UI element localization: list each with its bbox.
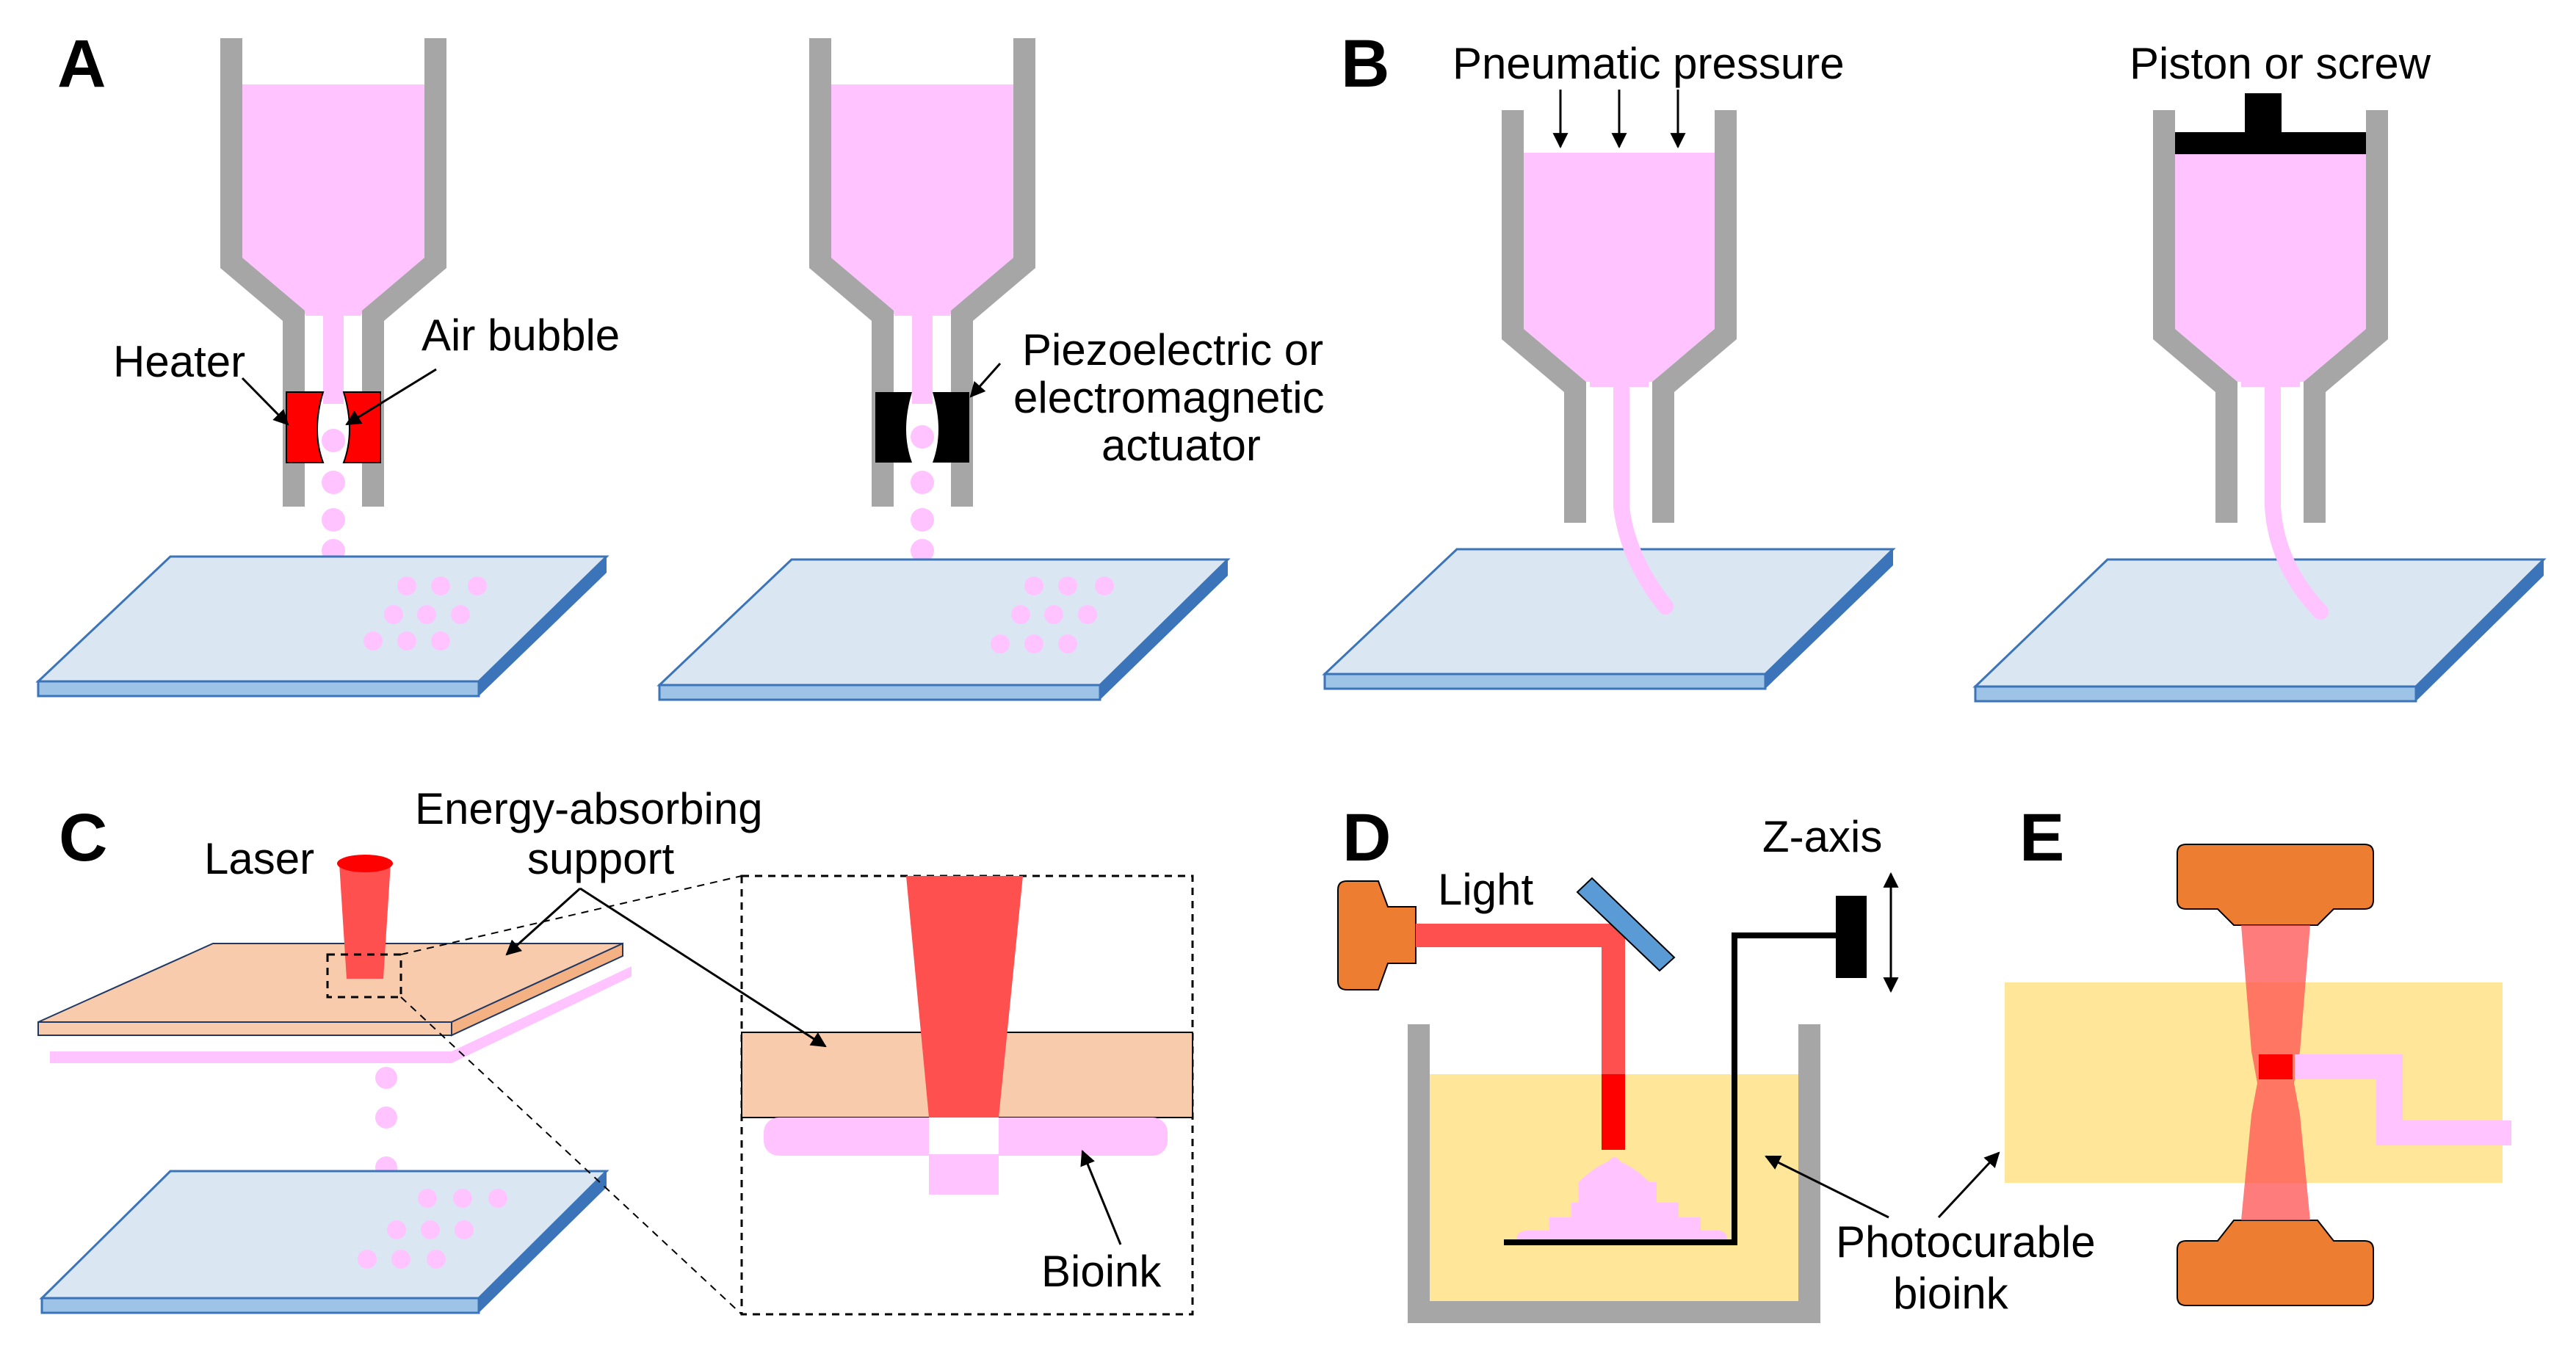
air-bubble-label: Air bubble [422,311,620,360]
light-beam-horizontal [1416,924,1612,947]
actuator-label-line1: Piezoelectric or [1022,325,1323,374]
heater-label: Heater [113,337,245,386]
print-plate [35,555,609,698]
ink-column [912,316,933,404]
panel-label-e: E [2019,800,2064,875]
focal-point [2259,1054,2293,1079]
z-axis-label: Z-axis [1762,812,1882,861]
bottom-light-source [2177,1220,2374,1306]
photocurable-label-line1: Photocurable [1836,1217,2096,1267]
zoom-connector [400,996,742,1315]
photocurable-arrow [1937,1151,2000,1219]
nozzle-wall-right [1652,110,1737,523]
panel-c: C [37,784,1194,1316]
heater-arrow [241,377,289,426]
ink-reservoir [234,84,433,396]
ink-droplets [375,1067,397,1178]
laser-label: Laser [204,834,314,883]
pneumatic-label: Pneumatic pressure [1452,39,1845,88]
extruded-filament [1613,381,1674,615]
panel-d: D Light Z-axis Photocurable bioink [1337,800,2096,1323]
nozzle-wall-left [1502,110,1586,523]
panel-label-d: D [1342,800,1391,875]
print-plate [39,1170,609,1314]
pneumatic-extrusion-printer: Pneumatic pressure [1322,39,1896,690]
inset-cavity [929,1118,999,1154]
thermal-inkjet-printer: Heater Air bubble [35,38,620,698]
heater-left [286,391,325,463]
light-beam-in-resin [1602,1074,1625,1150]
zoom-connector [400,875,742,955]
ink-column [323,316,344,404]
energy-support-arrow [505,887,582,956]
air-bubble-arrow [345,368,437,426]
panel-label-a: A [57,26,106,101]
ink-reservoir [2175,153,2366,507]
photocurable-arrow [1765,1155,1889,1219]
vat-wall [1408,1024,1820,1323]
z-stage [1836,896,1867,978]
ribbon-support [37,942,623,1037]
panel-label-b: B [1341,26,1389,101]
inset-ejected-droplet [929,1154,999,1195]
panel-label-c: C [59,800,107,875]
light-source [1337,880,1417,990]
light-label: Light [1438,865,1533,914]
ink-reservoir [1524,153,1715,507]
print-plate [656,558,1231,701]
print-plate [1322,548,1896,690]
piston-extrusion-printer: Piston or screw [1972,39,2547,703]
top-light-source [2177,844,2374,926]
photocurable-label-line2: bioink [1893,1269,2009,1318]
inset-laser-beam [906,876,1023,1118]
laser-source [337,855,393,872]
piston-label: Piston or screw [2130,39,2431,88]
printed-part [2295,1054,2511,1145]
actuator-right [933,392,969,463]
panel-a: A [35,26,1325,701]
nozzle-wall-right [2304,110,2388,523]
bioink-layer [50,966,632,1063]
actuator-label-line2: electromagnetic [1013,373,1325,422]
build-platform [1504,932,1836,1245]
actuator-arrow [969,363,1002,398]
actuator-left [875,392,912,463]
nozzle-wall-left [2153,110,2237,523]
ink-reservoir [822,84,1022,396]
heater-right [342,391,381,463]
piezoelectric-inkjet-printer: Piezoelectric or electromagnetic actuato… [656,38,1325,701]
panel-e: E [2005,800,2511,1306]
bioink-label: Bioink [1041,1247,1162,1296]
energy-support-label-line2: support [527,834,674,883]
printed-structure [1516,1157,1727,1241]
piston-rod [2245,93,2282,136]
energy-support-label-line1: Energy-absorbing [415,784,763,833]
laser-beam [339,863,391,979]
deposited-droplets [358,1189,507,1269]
bioink-arrow [1080,1150,1122,1245]
energy-support-arrow [579,887,827,1048]
deposited-droplets [363,576,487,651]
actuator-label-line3: actuator [1101,421,1261,470]
mirror [1576,877,1676,972]
panel-b: B Pneumatic pressure [1322,26,2547,703]
extruded-filament [2265,381,2329,620]
zoom-region [326,953,402,999]
deposited-droplets [991,576,1114,653]
print-plate [1972,558,2547,703]
zoom-inset [740,874,1194,1316]
